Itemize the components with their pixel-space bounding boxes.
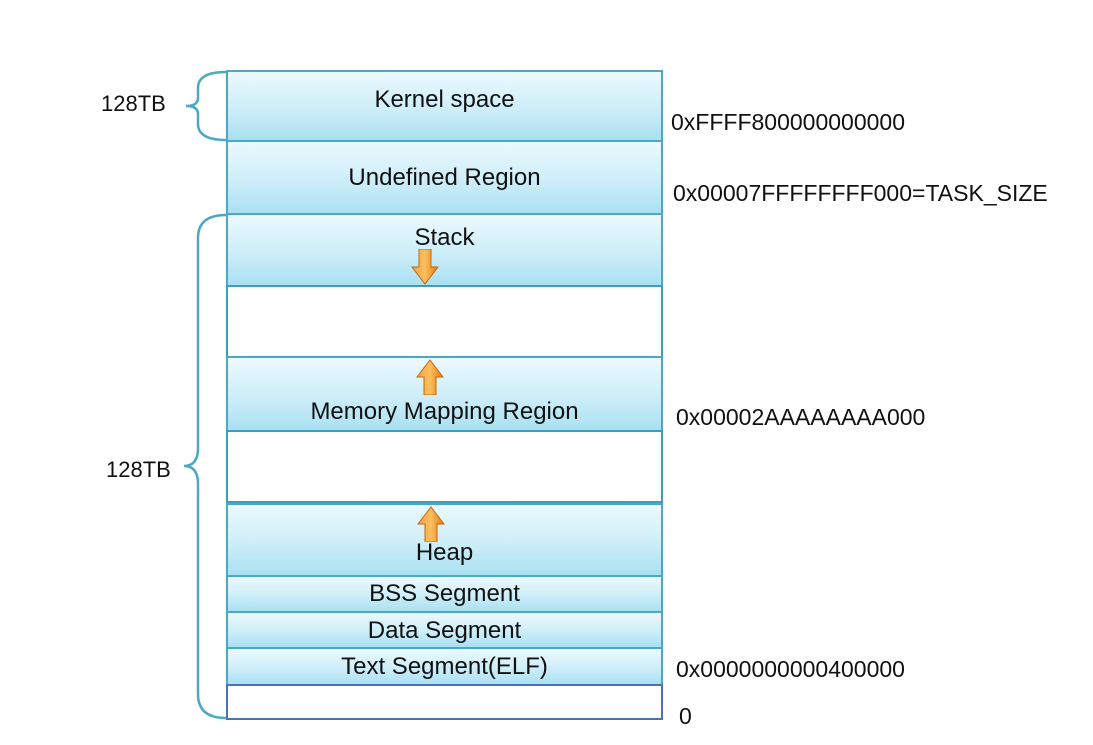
heap-grows-up-arrow-icon: [417, 506, 445, 542]
text-segment: Text Segment(ELF): [226, 647, 663, 686]
user-size-label: 128TB: [106, 457, 171, 482]
kernel-start-address: 0xFFFF800000000000: [671, 109, 905, 135]
mmap-gap-segment: [226, 430, 663, 503]
stack-segment: Stack: [226, 213, 663, 287]
text-label: Text Segment(ELF): [341, 653, 548, 680]
mmap-base-address: 0x00002AAAAAAAA000: [676, 404, 926, 430]
kernel-space-label: Kernel space: [374, 86, 515, 113]
mmap-grows-up-arrow-icon: [416, 359, 444, 395]
user-size-brace: [183, 213, 227, 720]
stack-grows-down-arrow-icon: [411, 249, 439, 285]
undefined-region-label: Undefined Region: [348, 164, 541, 191]
zero-address: 0: [679, 703, 692, 729]
heap-label: Heap: [415, 539, 474, 566]
kernel-size-label: 128TB: [101, 91, 166, 116]
text-start-address: 0x0000000000400000: [676, 656, 905, 682]
heap-segment: Heap: [226, 503, 663, 577]
kernel-size-brace: [185, 70, 227, 142]
memory-mapping-segment: Memory Mapping Region: [226, 356, 663, 432]
kernel-space-segment: Kernel space: [226, 70, 663, 142]
undefined-region-segment: Undefined Region: [226, 140, 663, 215]
bss-segment: BSS Segment: [226, 575, 663, 613]
data-segment: Data Segment: [226, 611, 663, 649]
data-label: Data Segment: [367, 617, 522, 644]
memory-mapping-label: Memory Mapping Region: [310, 398, 579, 425]
reserved-bottom-segment: [226, 684, 663, 720]
task-size-address: 0x00007FFFFFFFF000=TASK_SIZE: [673, 180, 1048, 206]
stack-label: Stack: [414, 224, 475, 251]
stack-gap-segment: [226, 285, 663, 358]
bss-label: BSS Segment: [369, 580, 520, 607]
